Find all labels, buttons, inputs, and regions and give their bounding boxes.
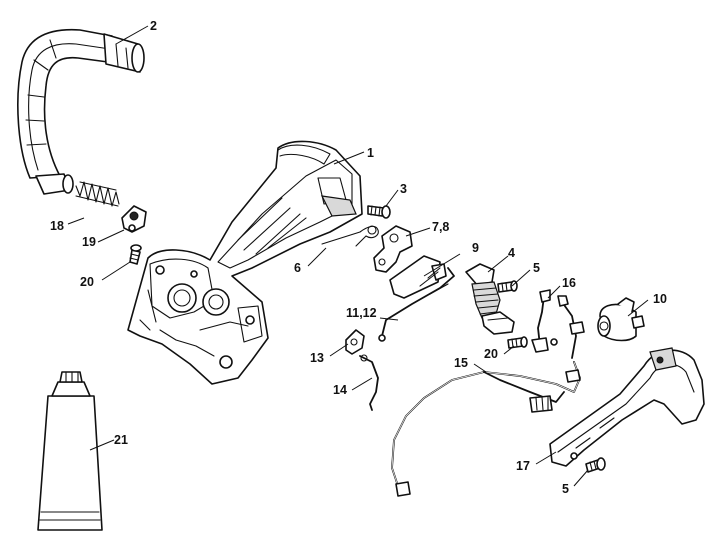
part-throttle-trigger [373, 225, 413, 273]
part-wire-harness [391, 361, 581, 497]
leader-16 [547, 285, 561, 299]
leader-3 [385, 189, 399, 207]
part-screw-20-right [507, 336, 528, 349]
part-screw-left [129, 244, 142, 265]
leader-4 [487, 255, 509, 273]
callout-15: 15 [454, 356, 468, 370]
part-front-handle-bar [17, 28, 145, 195]
leader-5-lower [573, 469, 589, 487]
part-short-wire-16 [531, 289, 585, 359]
callout-20-left: 20 [80, 275, 94, 289]
part-clip [345, 329, 365, 355]
part-handle-cover [549, 347, 705, 467]
leader-lines [67, 25, 649, 487]
callout-16: 16 [562, 276, 576, 290]
callout-20-right: 20 [484, 347, 498, 361]
part-lever-rod [378, 267, 455, 342]
callout-6: 6 [294, 261, 301, 275]
callout-17: 17 [516, 459, 530, 473]
leader-20-left [101, 261, 131, 281]
leader-7-8 [405, 227, 431, 237]
leader-5-upper [511, 269, 531, 287]
callout-4: 4 [508, 246, 515, 260]
callout-9: 9 [472, 241, 479, 255]
leader-19 [97, 229, 125, 243]
part-handle-bracket [121, 205, 147, 233]
callout-11-12: 11,12 [346, 306, 377, 320]
leader-9 [423, 253, 461, 277]
callout-2: 2 [150, 19, 157, 33]
part-switch-connector [597, 297, 645, 342]
leader-6 [307, 247, 327, 267]
part-rear-handle-housing [127, 140, 363, 385]
part-torsion-spring [321, 225, 379, 247]
leader-14 [351, 377, 373, 391]
part-screw-5-upper [497, 280, 518, 293]
callout-3: 3 [400, 182, 407, 196]
leader-17 [535, 451, 557, 465]
callout-1: 1 [367, 146, 374, 160]
callout-7-8: 7,8 [432, 220, 449, 234]
callout-19: 19 [82, 235, 96, 249]
callout-18: 18 [50, 219, 64, 233]
part-wire-spring [359, 354, 379, 411]
part-grease-tube [37, 371, 103, 531]
callout-labels: 2 1 3 7,8 6 9 4 5 16 10 11,12 13 14 15 2… [50, 19, 667, 496]
leader-1 [333, 151, 365, 165]
leader-15 [473, 363, 487, 373]
leader-21 [89, 439, 115, 451]
leader-11-12 [379, 317, 399, 321]
leader-10 [627, 299, 649, 317]
leader-20-right [503, 345, 515, 355]
part-spring [75, 181, 120, 207]
leader-13 [329, 343, 349, 357]
callout-21: 21 [114, 433, 128, 447]
part-screw-5-lower [585, 457, 606, 473]
callout-13: 13 [310, 351, 324, 365]
callout-5-lower: 5 [562, 482, 569, 496]
part-switch-assembly [465, 263, 515, 335]
part-screw-3 [367, 205, 391, 219]
callout-10: 10 [653, 292, 667, 306]
callout-5-upper: 5 [533, 261, 540, 275]
leader-2 [115, 25, 149, 45]
leader-18 [67, 217, 85, 225]
part-lockout-plate [389, 255, 449, 299]
callout-14: 14 [333, 383, 347, 397]
